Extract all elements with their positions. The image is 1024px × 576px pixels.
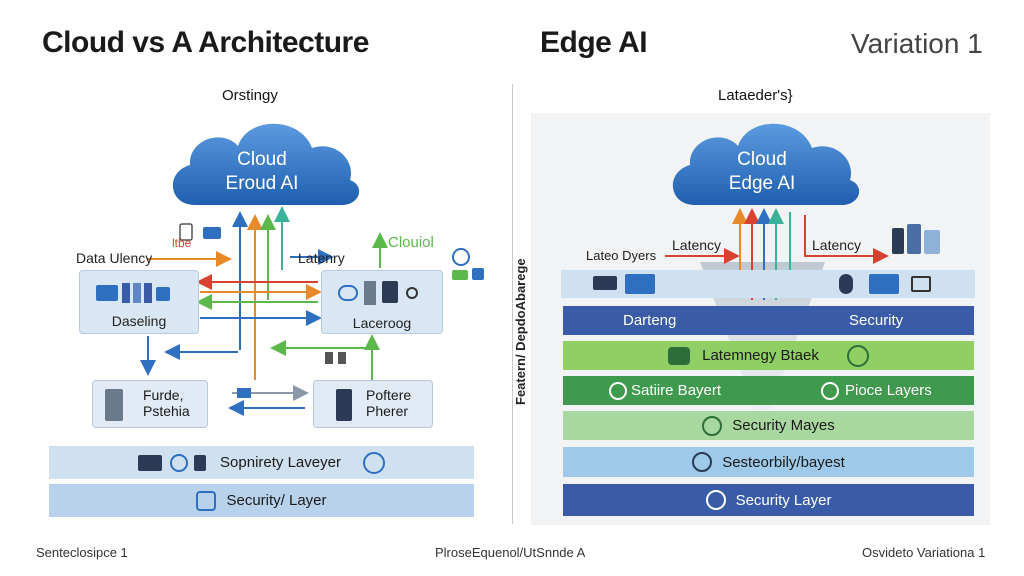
- server-cluster-icon: [338, 281, 428, 305]
- gear-icon-left: [609, 382, 627, 400]
- edge-vertical-label: Featern/ DepdoAbarege: [513, 258, 528, 405]
- edge-funnel-shape: [700, 262, 825, 410]
- security-shield-icon: [702, 415, 723, 436]
- right-cloud-icon: [672, 123, 860, 206]
- tablet-icon: [194, 454, 207, 471]
- left-cloud-line1: Cloud: [237, 149, 287, 170]
- darteng-security-bar: Darteng Security: [563, 306, 974, 335]
- left-cloud-line2: Eroud AI: [225, 173, 299, 194]
- bar-green1-label: Latemnegy Btaek: [702, 347, 819, 364]
- right-edge-card: Laceroog: [321, 270, 443, 334]
- device-cluster-icon: [96, 283, 170, 303]
- lower-right-line1: Poftere: [366, 387, 412, 403]
- bar-security-label: Security: [849, 312, 904, 329]
- left-cloud-label: Cloud Eroud AI: [212, 148, 312, 196]
- left-layer-bar-1-label: Sopnirety Laveyer: [220, 454, 341, 471]
- variation-label: Variation 1: [851, 28, 983, 59]
- left-edge-card: Daseling: [79, 270, 199, 334]
- sensor-icon: [839, 274, 853, 294]
- network-icon: [846, 344, 869, 367]
- panel-divider: [512, 84, 513, 524]
- gear-icon-right: [821, 382, 839, 400]
- shield-icon: [196, 490, 217, 511]
- bar-darteng-label: Darteng: [623, 312, 677, 329]
- chip-icon: [668, 346, 691, 365]
- phone-icon: [336, 389, 352, 421]
- lower-left-card: Furde, Pstehia: [92, 380, 208, 428]
- lower-right-label: Poftere Pherer: [366, 387, 411, 419]
- security-bottom-bar: Security Layer: [563, 484, 974, 516]
- latency-green-bar: Latemnegy Btaek: [563, 341, 974, 370]
- footer-left: Senteclosipce 1: [36, 545, 128, 560]
- laptop-icon-right: [869, 274, 899, 294]
- left-layer-bar-2: Security/ Layer: [49, 484, 474, 517]
- data-latency-label: Data Ulency: [76, 250, 153, 266]
- lock-icon: [692, 452, 713, 472]
- bar-light-green-label: Security Mayes: [732, 417, 835, 434]
- lower-right-card: Poftere Pherer: [313, 380, 433, 428]
- monitor-icon: [625, 274, 655, 294]
- security-light-blue-bar: Sesteorbily/bayest: [563, 447, 974, 477]
- globe-icon: [170, 453, 189, 472]
- router-icon: [593, 276, 617, 290]
- right-latency-left-label: Latency: [672, 237, 722, 253]
- right-edge-card-label: Laceroog: [352, 315, 412, 331]
- security-icon: [705, 490, 726, 510]
- device-label: Lateo Dyers: [586, 248, 657, 263]
- left-layer-bar-1: Sopnirety Laveyer: [49, 446, 474, 479]
- left-flow-arrows: [140, 206, 388, 416]
- right-cloud-line1: Cloud: [737, 149, 787, 170]
- left-edge-card-label: Daseling: [111, 313, 167, 329]
- left-layer-bar-2-label: Security/ Layer: [226, 492, 327, 509]
- gear-icon: [362, 451, 385, 474]
- edge-device-bar: [561, 270, 975, 298]
- camera-icon: [911, 276, 931, 292]
- right-cloud-line2: Edge AI: [728, 173, 796, 194]
- lower-left-line2: Pstehia: [143, 403, 190, 419]
- bar-bottom-label: Security Layer: [735, 491, 832, 509]
- cloud-green-label: Clouiol: [388, 234, 434, 251]
- small-red-label: ltbe: [172, 236, 192, 250]
- right-cloud-label: Cloud Edge AI: [712, 148, 812, 196]
- bar-green2-left-label: Satiire Bayert: [631, 382, 722, 399]
- lower-right-line2: Pherer: [366, 403, 409, 419]
- left-latency-label: Latenry: [298, 250, 345, 266]
- security-light-green-bar: Security Mayes: [563, 411, 974, 440]
- left-title: Cloud vs A Architecture: [42, 26, 369, 59]
- right-title: Edge AI: [540, 26, 648, 59]
- left-cloud-icon: [172, 123, 360, 206]
- right-caption: Lataeder's}: [718, 87, 793, 104]
- server-icon: [105, 389, 123, 421]
- bar-green2-right-label: Pioce Layers: [845, 382, 932, 399]
- lower-left-label: Furde, Pstehia: [143, 387, 190, 419]
- footer-right: Osvideto Variationa 1: [862, 545, 986, 560]
- right-device-icons: [892, 224, 940, 254]
- right-latency-right-label: Latency: [812, 237, 862, 253]
- laptop-icon: [138, 454, 163, 471]
- left-caption: Orstingy: [222, 87, 278, 104]
- layers-dark-green-bar: Satiire Bayert Pioce Layers: [563, 376, 974, 405]
- lower-left-line1: Furde,: [143, 387, 184, 403]
- footer-center: PlroseEquenol/UtSnnde A: [435, 545, 586, 560]
- bar-light-blue-label: Sesteorbily/bayest: [722, 453, 845, 471]
- left-device-icons: [179, 223, 484, 398]
